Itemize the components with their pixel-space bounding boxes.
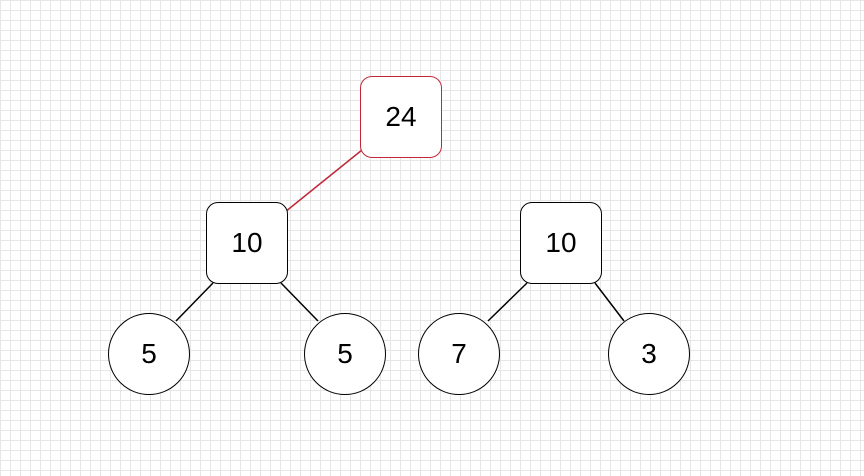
edge-left-parent-to-right-leaf bbox=[280, 282, 319, 322]
root-node[interactable]: 24 bbox=[360, 76, 442, 158]
edge-root-to-left-parent bbox=[284, 149, 363, 213]
left-parent-node[interactable]: 10 bbox=[206, 202, 288, 284]
edge-right-parent-to-right-leaf bbox=[594, 282, 625, 322]
left-right-leaf-node[interactable]: 5 bbox=[304, 313, 386, 395]
right-left-leaf-node-label: 7 bbox=[451, 338, 467, 369]
right-right-leaf-node-label: 3 bbox=[641, 338, 657, 369]
root-node-label: 24 bbox=[385, 101, 417, 132]
left-left-leaf-node[interactable]: 5 bbox=[108, 313, 190, 395]
left-right-leaf-node-label: 5 bbox=[337, 338, 353, 369]
left-parent-node-label: 10 bbox=[231, 227, 263, 258]
right-left-leaf-node[interactable]: 7 bbox=[418, 313, 500, 395]
edge-right-parent-to-left-leaf bbox=[487, 282, 528, 322]
left-left-leaf-node-label: 5 bbox=[141, 338, 157, 369]
right-parent-node[interactable]: 10 bbox=[520, 202, 602, 284]
edge-left-parent-to-left-leaf bbox=[175, 282, 214, 322]
right-right-leaf-node[interactable]: 3 bbox=[608, 313, 690, 395]
right-parent-node-label: 10 bbox=[545, 227, 577, 258]
